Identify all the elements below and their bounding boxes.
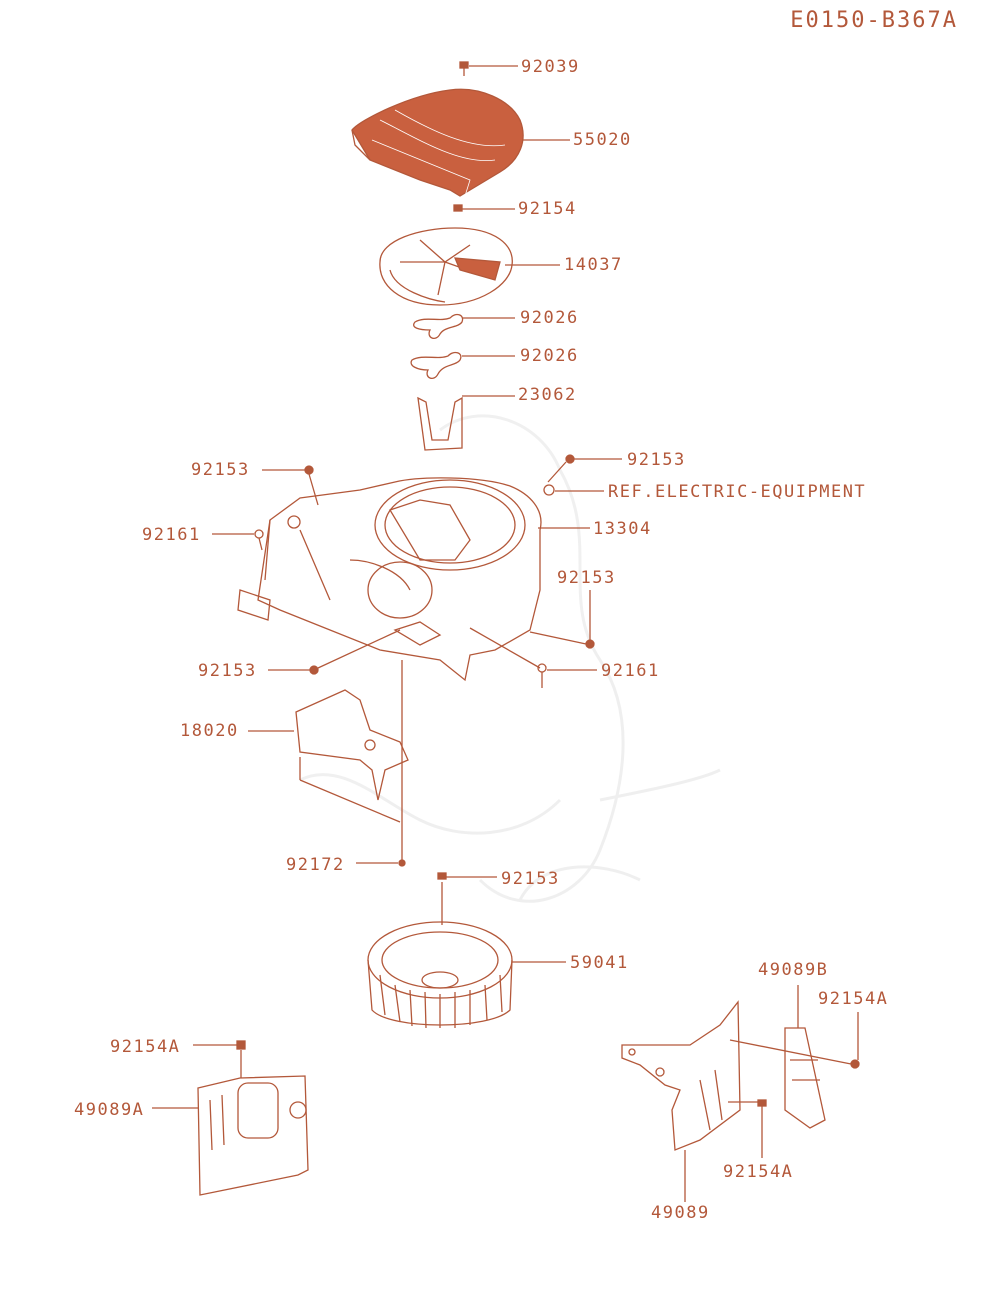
diagram-code: E0150-B367A <box>790 8 958 33</box>
baffle-18020 <box>295 689 409 823</box>
callout-92161-left[interactable]: 92161 <box>142 525 201 545</box>
callout-ref-electric-equipment[interactable]: REF.ELECTRIC-EQUIPMENT <box>608 482 867 502</box>
guide-23062 <box>417 396 463 451</box>
callout-92161-right[interactable]: 92161 <box>601 661 660 681</box>
fan-59041 <box>367 921 513 1029</box>
recoil-cover-55020 <box>351 88 524 197</box>
ratchet-92026-b <box>410 351 462 379</box>
fan-housing-13304 <box>237 477 542 682</box>
callout-18020[interactable]: 18020 <box>180 721 239 741</box>
callout-14037[interactable]: 14037 <box>564 255 623 275</box>
callout-92039[interactable]: 92039 <box>521 57 580 77</box>
plate-14037 <box>379 227 513 306</box>
callout-55020[interactable]: 55020 <box>573 130 632 150</box>
callout-92153-flywheel[interactable]: 92153 <box>501 869 560 889</box>
callout-49089A[interactable]: 49089A <box>74 1100 145 1120</box>
callout-49089B[interactable]: 49089B <box>758 960 829 980</box>
callout-92153-left-top[interactable]: 92153 <box>191 460 250 480</box>
callout-92154A-right[interactable]: 92154A <box>818 989 889 1009</box>
callout-59041[interactable]: 59041 <box>570 953 629 973</box>
watermark-mascot <box>299 414 721 903</box>
callout-49089[interactable]: 49089 <box>651 1203 710 1223</box>
callout-92153-left-low[interactable]: 92153 <box>198 661 257 681</box>
callout-92153-right-top[interactable]: 92153 <box>627 450 686 470</box>
callout-92026-b[interactable]: 92026 <box>520 346 579 366</box>
bracket-49089 <box>621 1000 741 1151</box>
callout-92154A-bottom[interactable]: 92154A <box>723 1162 794 1182</box>
callout-92154[interactable]: 92154 <box>518 199 577 219</box>
plate-49089B <box>784 1027 826 1129</box>
callout-92172[interactable]: 92172 <box>286 855 345 875</box>
callout-92026-a[interactable]: 92026 <box>520 308 579 328</box>
callout-92153-right-mid[interactable]: 92153 <box>557 568 616 588</box>
callout-92154A-left[interactable]: 92154A <box>110 1037 181 1057</box>
callout-13304[interactable]: 13304 <box>593 519 652 539</box>
screw-92039 <box>459 61 469 76</box>
shroud-49089A <box>197 1075 309 1196</box>
ratchet-92026-a <box>413 313 464 339</box>
callout-23062[interactable]: 23062 <box>518 385 577 405</box>
